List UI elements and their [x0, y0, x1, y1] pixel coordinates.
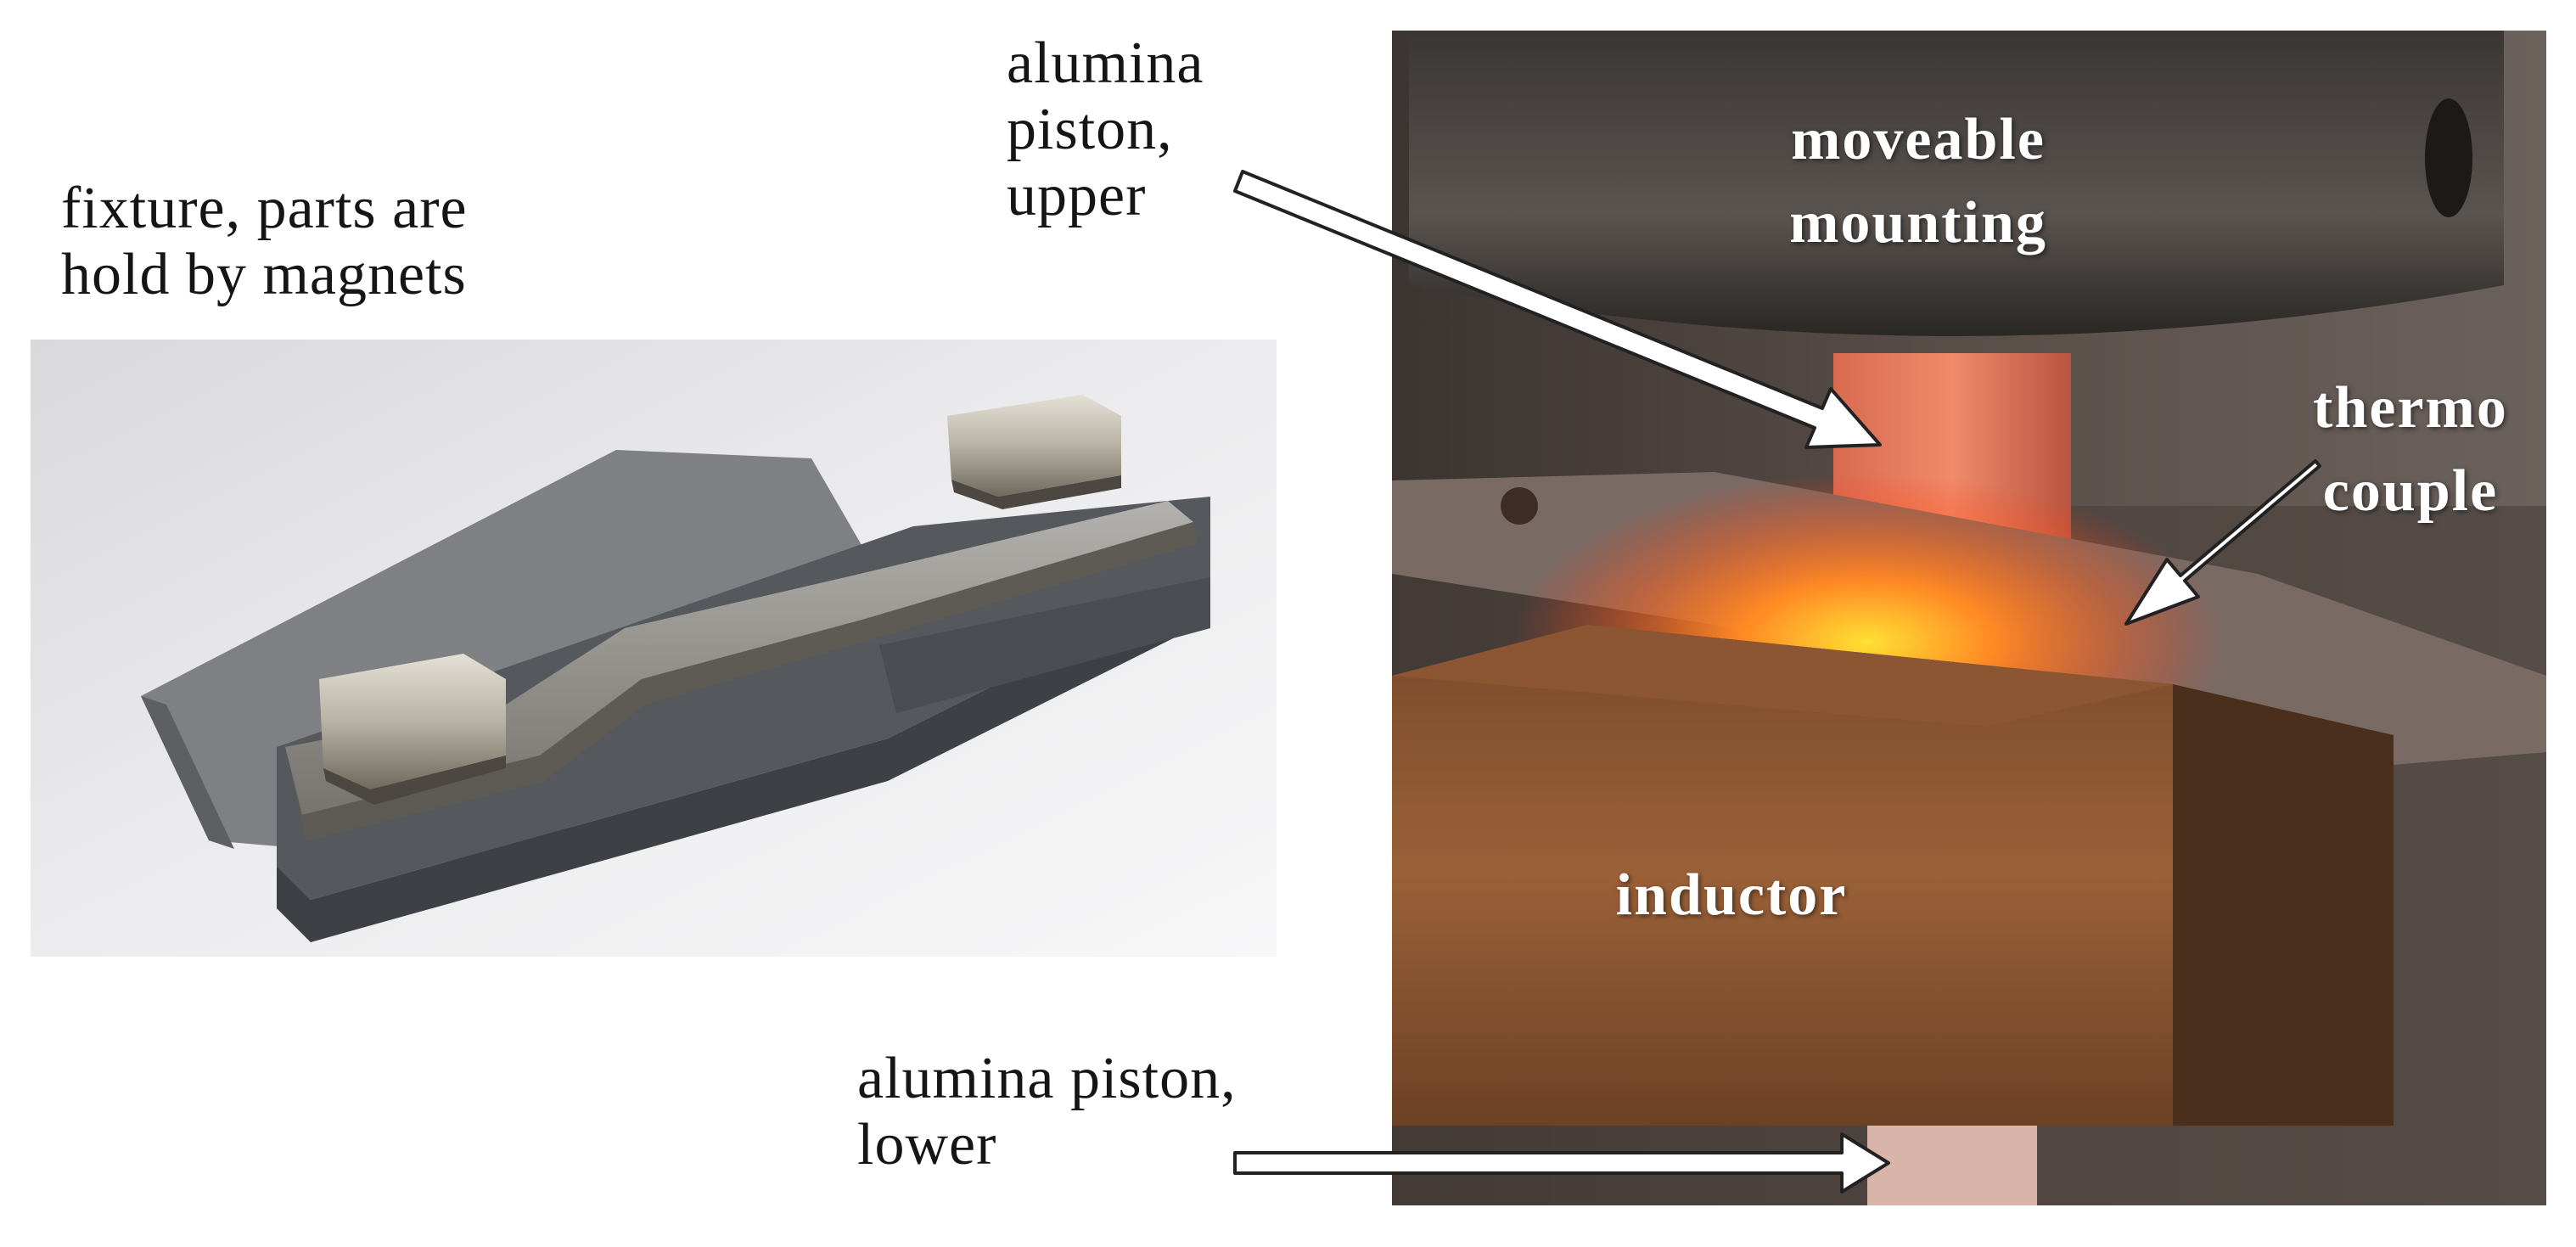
fixture-label: fixture, parts are hold by magnets — [61, 176, 468, 307]
fixture-photo — [31, 340, 1277, 957]
piston-lower-label: alumina piston, lower — [857, 1046, 1237, 1177]
piston-lower-shape — [1867, 1126, 2037, 1205]
moveable-mounting-label: moveable mounting — [1789, 107, 2047, 256]
thermocouple-label: thermo couple — [2313, 375, 2508, 524]
piston-upper-label: alumina piston, upper — [1007, 31, 1204, 228]
magnet-left — [319, 654, 506, 805]
inductor-block — [1392, 625, 2394, 1126]
magnet-right — [947, 395, 1121, 509]
inductor-label: inductor — [1615, 862, 1848, 928]
steel-specimen — [285, 501, 1198, 840]
